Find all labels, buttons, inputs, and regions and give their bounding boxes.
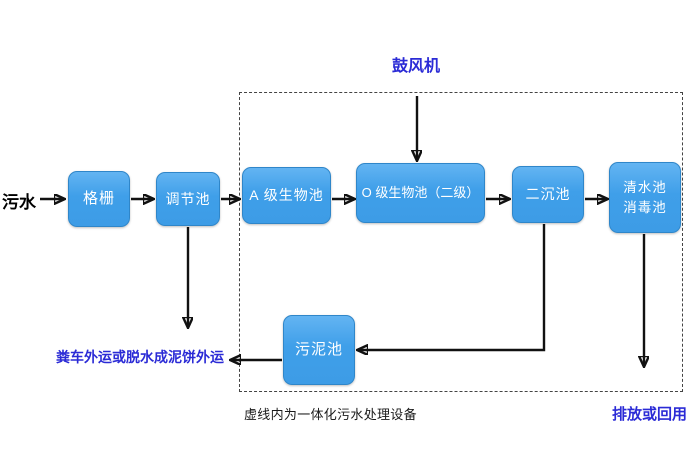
- node-regulating-tank: 调节池: [156, 172, 220, 226]
- blower-label: 鼓风机: [392, 58, 441, 75]
- clear-water-label: 清水池: [623, 179, 667, 195]
- node-o-bio-label: O 级生物池（二级）: [361, 184, 480, 200]
- integrated-equipment-dashed-boundary: [239, 92, 683, 392]
- node-grid: 格栅: [68, 171, 130, 227]
- arrow-clarifier-to-sludge: [358, 224, 546, 350]
- node-grid-label: 格栅: [82, 190, 115, 208]
- node-a-bio-label: A 级生物池: [249, 187, 324, 204]
- node-o-bio-tank: O 级生物池（二级）: [356, 163, 485, 223]
- dashed-box-caption: 虚线内为一体化污水处理设备: [244, 407, 417, 422]
- node-sludge-tank: 污泥池: [283, 315, 355, 385]
- node-clear-water-disinfection-tank: 清水池 消毒池: [609, 162, 681, 233]
- node-secondary-clarifier: 二沉池: [512, 166, 584, 223]
- node-sludge-label: 污泥池: [294, 341, 343, 359]
- node-regulating-label: 调节池: [165, 190, 211, 207]
- discharge-reuse-label: 排放或回用: [612, 406, 688, 423]
- node-a-bio-tank: A 级生物池: [242, 167, 331, 224]
- sludge-disposal-label: 粪车外运或脱水成泥饼外运: [56, 349, 224, 365]
- disinfection-label: 消毒池: [623, 199, 667, 215]
- node-clarifier-label: 二沉池: [525, 186, 571, 203]
- influent-label: 污水: [2, 193, 36, 212]
